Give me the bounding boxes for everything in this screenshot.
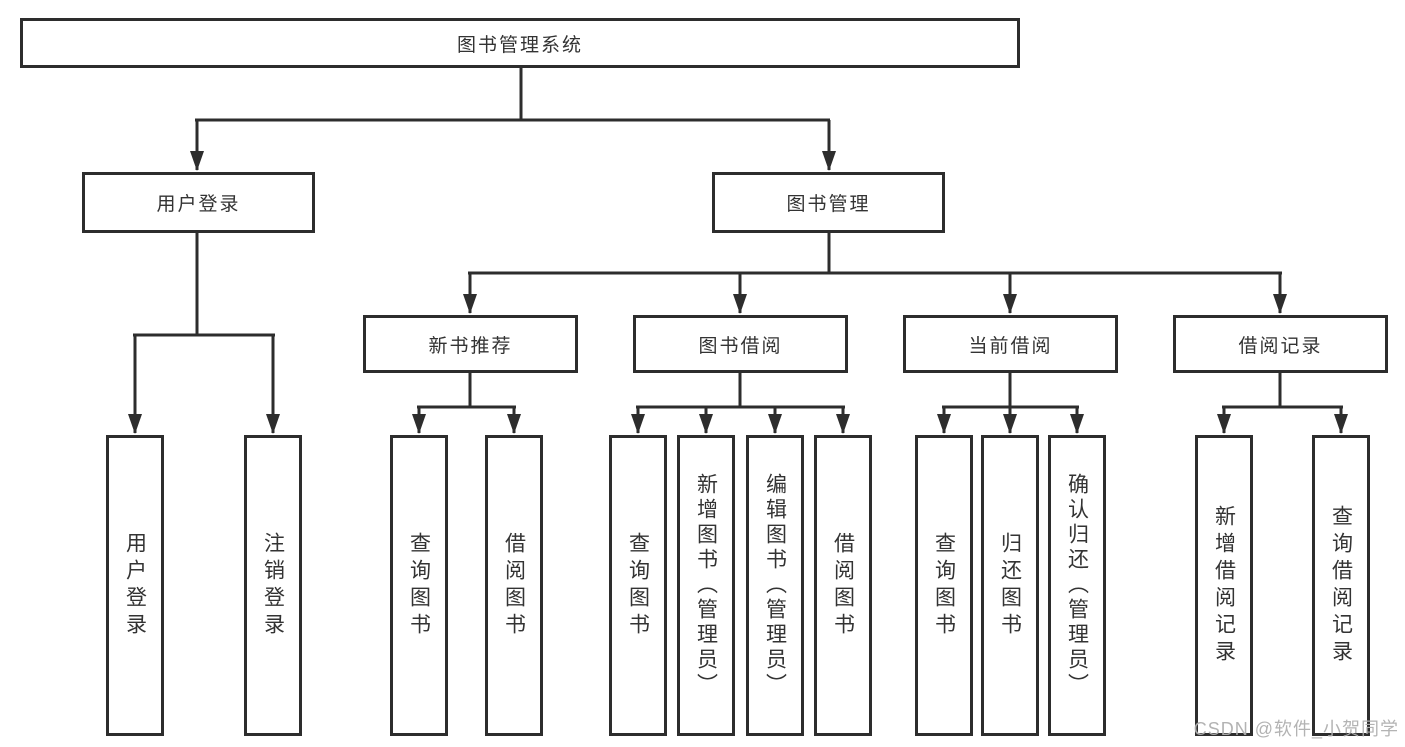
leaf-label: 新增借阅记录	[1212, 504, 1236, 667]
leaf-label: 归还图书	[998, 531, 1022, 640]
leaf-label: 借阅图书	[502, 531, 526, 640]
leaf-add-books-admin: 新增图书（管理员）	[677, 435, 735, 736]
node-book-borrow: 图书借阅	[633, 315, 848, 373]
leaf-label: 新增图书（管理员）	[694, 473, 718, 698]
node-borrow-records: 借阅记录	[1173, 315, 1388, 373]
leaf-add-borrow-record: 新增借阅记录	[1195, 435, 1253, 736]
csdn-watermark: CSDN @软件_小贺同学	[1193, 719, 1399, 739]
leaf-label: 查询图书	[932, 531, 956, 640]
leaf-borrow-books: 借阅图书	[485, 435, 543, 736]
node-book-management: 图书管理	[712, 172, 945, 233]
leaf-return-books: 归还图书	[981, 435, 1039, 736]
leaf-logout: 注销登录	[244, 435, 302, 736]
leaf-label: 查询图书	[407, 531, 431, 640]
leaf-label: 确认归还（管理员）	[1065, 473, 1089, 698]
node-system-root: 图书管理系统	[20, 18, 1020, 68]
leaf-query-borrow-record: 查询借阅记录	[1312, 435, 1370, 736]
leaf-borrow-books: 借阅图书	[814, 435, 872, 736]
leaf-user-login: 用户登录	[106, 435, 164, 736]
leaf-label: 查询图书	[626, 531, 650, 640]
leaf-query-books: 查询图书	[609, 435, 667, 736]
leaf-query-books: 查询图书	[915, 435, 973, 736]
leaf-edit-books-admin: 编辑图书（管理员）	[746, 435, 804, 736]
leaf-query-books: 查询图书	[390, 435, 448, 736]
leaf-label: 查询借阅记录	[1329, 504, 1353, 667]
node-user-login: 用户登录	[82, 172, 315, 233]
leaf-confirm-return-admin: 确认归还（管理员）	[1048, 435, 1106, 736]
leaf-label: 用户登录	[123, 531, 147, 640]
leaf-label: 注销登录	[261, 531, 285, 640]
leaf-label: 编辑图书（管理员）	[763, 473, 787, 698]
leaf-label: 借阅图书	[831, 531, 855, 640]
node-current-borrow: 当前借阅	[903, 315, 1118, 373]
node-new-book-recommend: 新书推荐	[363, 315, 578, 373]
